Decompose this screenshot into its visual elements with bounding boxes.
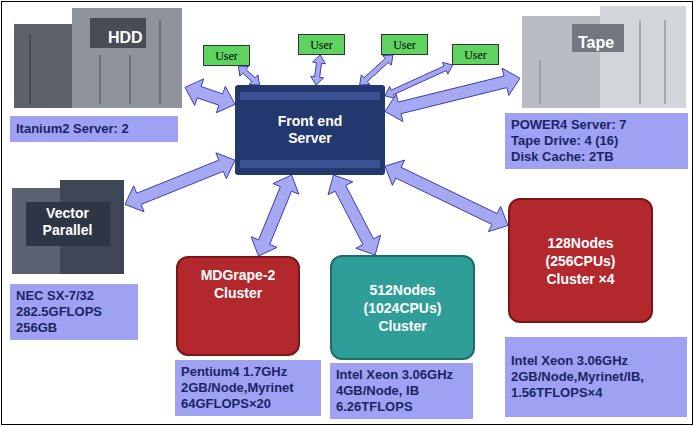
hdd-server: HDD bbox=[10, 5, 185, 110]
front-end-server: Front end Server bbox=[235, 85, 385, 175]
node-text: NEC SX-7/32 bbox=[16, 288, 94, 304]
cluster-box: 128Nodes (256CPUs) Cluster ×4 bbox=[508, 198, 653, 323]
node-text: HDD bbox=[108, 28, 143, 47]
node-text: User bbox=[215, 49, 238, 63]
double-arrow bbox=[385, 160, 508, 232]
node-text: Tape bbox=[578, 33, 614, 52]
front-end-server-picture bbox=[235, 85, 385, 175]
node-text: Tape Drive: 4 (16) bbox=[511, 133, 618, 149]
node-text: User bbox=[310, 38, 333, 52]
node-text: Intel Xeon 3.06GHz bbox=[336, 367, 453, 383]
spec-caption: NEC SX-7/32282.5GFLOPS256GB bbox=[10, 284, 138, 340]
node-text: 1.56TFLOPS×4 bbox=[511, 385, 602, 401]
hdd-server-picture bbox=[14, 8, 182, 108]
double-arrow bbox=[185, 79, 235, 113]
tape-server: Tape bbox=[520, 5, 688, 110]
node-text: Pentium4 1.7GHz bbox=[181, 364, 287, 380]
user-box: User bbox=[381, 34, 428, 55]
cluster-box: MDGrape-2 Cluster bbox=[176, 256, 300, 356]
double-arrow bbox=[328, 175, 381, 255]
double-arrow bbox=[311, 55, 326, 85]
spec-caption: Pentium4 1.7GHz2GB/Node,Myrinet64GFLOPS×… bbox=[175, 360, 321, 416]
node-text: Disk Cache: 2TB bbox=[511, 149, 614, 165]
cluster-box: 512Nodes (1024CPUs) Cluster bbox=[330, 255, 475, 360]
user-box: User bbox=[203, 45, 250, 66]
double-arrow bbox=[385, 68, 520, 121]
spec-caption: Itanium2 Server: 2 bbox=[10, 116, 178, 142]
double-arrow bbox=[125, 153, 235, 212]
tape-server-picture bbox=[522, 6, 686, 108]
double-arrow bbox=[238, 66, 259, 85]
node-text: 6.26TFLOPS bbox=[336, 399, 413, 415]
node-text: 282.5GFLOPS bbox=[16, 304, 102, 320]
double-arrow bbox=[360, 55, 393, 85]
vector-parallel-picture bbox=[12, 180, 124, 274]
node-text: User bbox=[393, 38, 416, 52]
node-text: POWER4 Server: 7 bbox=[511, 117, 627, 133]
spec-caption: Intel Xeon 3.06GHz4GB/Node, IB6.26TFLOPS bbox=[330, 363, 473, 419]
node-text: 64GFLOPS×20 bbox=[181, 396, 271, 412]
node-text: 4GB/Node, IB bbox=[336, 383, 419, 399]
node-text: 2GB/Node,Myrinet bbox=[181, 380, 294, 396]
node-text: MDGrape-2 Cluster bbox=[186, 266, 290, 302]
node-text: 256GB bbox=[16, 320, 57, 336]
node-text: Vector Parallel bbox=[26, 205, 110, 239]
node-text: 2GB/Node,Myrinet/IB, bbox=[511, 369, 644, 385]
vector-parallel-machine: Vector Parallel bbox=[10, 180, 125, 275]
node-text: Front end Server bbox=[262, 113, 358, 147]
user-box: User bbox=[298, 34, 345, 55]
double-arrow bbox=[251, 175, 299, 256]
spec-caption: Intel Xeon 3.06GHz2GB/Node,Myrinet/IB,1.… bbox=[505, 337, 687, 417]
node-text: Intel Xeon 3.06GHz bbox=[511, 353, 628, 369]
node-text: Itanium2 Server: 2 bbox=[16, 121, 129, 137]
node-text: User bbox=[464, 48, 487, 62]
node-text: 128Nodes (256CPUs) Cluster ×4 bbox=[529, 234, 633, 288]
node-text: 512Nodes (1024CPUs) Cluster bbox=[351, 281, 455, 335]
spec-caption: POWER4 Server: 7Tape Drive: 4 (16)Disk C… bbox=[505, 113, 688, 169]
user-box: User bbox=[452, 44, 499, 65]
